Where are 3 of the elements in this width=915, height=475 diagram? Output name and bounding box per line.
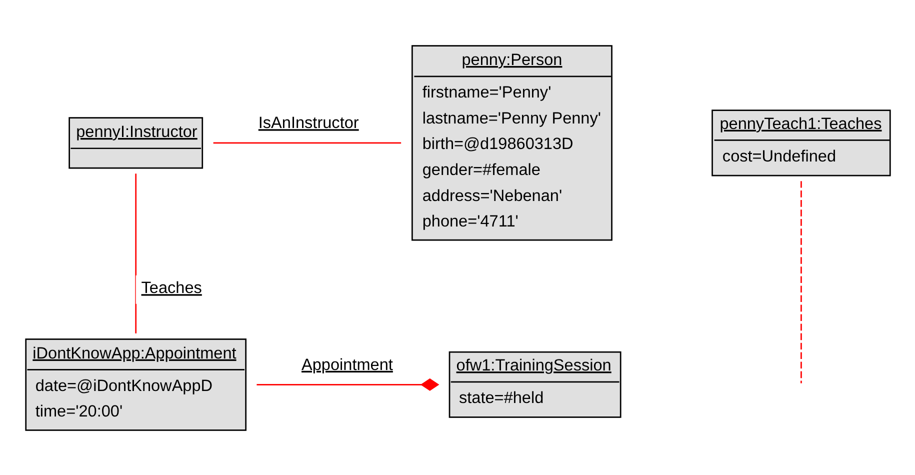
edge-label: Teaches [140, 278, 202, 297]
edge-label: Appointment [301, 355, 392, 374]
edge-label: IsAnInstructor [258, 114, 358, 132]
